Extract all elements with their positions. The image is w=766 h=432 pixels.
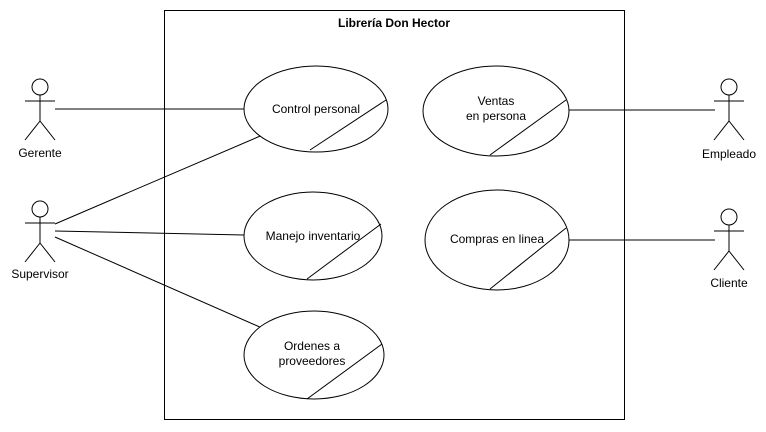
system-boundary	[164, 10, 625, 420]
stick-figure-icon	[24, 78, 56, 141]
use-case-manejo-inventario: Manejo inventario	[243, 191, 383, 281]
use-case-label-line-2: proveedores	[279, 354, 346, 368]
business-use-case-slash	[489, 227, 567, 290]
stick-figure-icon	[713, 208, 745, 271]
actor-cliente: Cliente	[710, 208, 748, 290]
actor-label: Cliente	[710, 276, 748, 290]
business-use-case-slash	[309, 99, 387, 151]
use-case-label: Manejo inventario	[266, 229, 361, 243]
assoc-supervisor-control	[54, 133, 266, 225]
business-use-case-slash	[489, 99, 567, 156]
actor-gerente: Gerente	[18, 78, 62, 160]
actor-empleado: Empleado	[702, 78, 756, 161]
actor-supervisor: Supervisor	[11, 200, 69, 281]
use-case-label: Control personal	[272, 102, 360, 116]
actor-label: Empleado	[702, 147, 756, 161]
business-use-case-slash	[306, 343, 383, 400]
use-case-ventas-en-persona: Ventas en persona	[422, 65, 570, 157]
actor-label: Supervisor	[11, 267, 68, 281]
use-case-label-line-1: Ordenes a	[284, 339, 340, 353]
business-use-case-slash	[306, 223, 382, 280]
assoc-supervisor-inventario	[54, 230, 245, 236]
use-case-ordenes-proveedores: Ordenes a proveedores	[243, 310, 385, 400]
assoc-supervisor-ordenes	[54, 236, 263, 329]
stick-figure-icon	[713, 78, 745, 141]
use-case-compras-en-linea: Compras en linea	[424, 189, 570, 291]
use-case-label: Compras en linea	[450, 232, 544, 246]
associations	[54, 108, 715, 329]
use-case-control-personal: Control personal	[243, 65, 389, 153]
use-case-label-line-1: Ventas	[478, 94, 515, 108]
use-case-label-line-2: en persona	[466, 109, 526, 123]
stick-figure-icon	[24, 200, 56, 263]
system-title: Librería Don Hector	[338, 16, 450, 30]
actor-label: Gerente	[18, 146, 62, 160]
